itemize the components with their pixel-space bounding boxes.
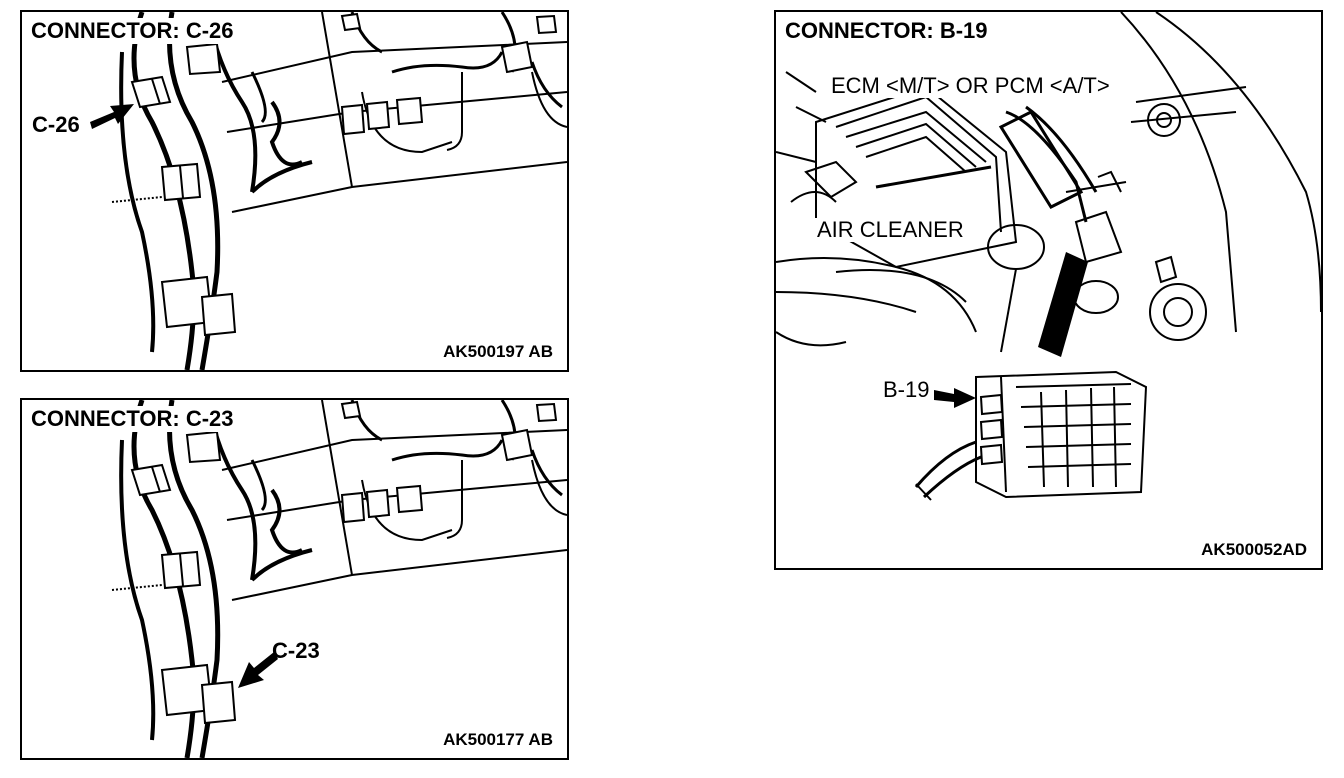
- connector-c26-panel: CONNECTOR: C-26 C-26 AK500197 AB: [20, 10, 569, 372]
- c26-figure-id: AK500197 AB: [443, 342, 553, 361]
- c26-callout-label: C-26: [32, 112, 80, 137]
- connector-c23-panel: CONNECTOR: C-23 C-23 AK500177 AB: [20, 398, 569, 760]
- c23-callout-label: C-23: [272, 638, 320, 663]
- c23-harness-illustration: [111, 400, 567, 758]
- b19-figure-id: AK500052AD: [1201, 540, 1307, 559]
- c23-figure-id: AK500177 AB: [443, 730, 553, 749]
- b19-engine-bay-illustration: [776, 12, 1321, 501]
- c26-callout-arrow: [90, 104, 134, 129]
- c23-panel-title: CONNECTOR: C-23: [28, 406, 237, 432]
- b19-callout-arrow: [934, 388, 976, 408]
- b19-ecm-module: [914, 370, 1148, 501]
- c26-harness-illustration: [90, 12, 567, 370]
- b19-panel-title: CONNECTOR: B-19: [782, 18, 991, 44]
- ecm-pcm-label: ECM <M/T> OR PCM <A/T>: [828, 74, 1113, 98]
- b19-callout-label: B-19: [883, 377, 930, 402]
- b19-location-pointer: [1038, 252, 1088, 357]
- connector-b19-panel: CONNECTOR: B-19 ECM <M/T> OR PCM <A/T> A…: [774, 10, 1323, 570]
- air-cleaner-label: AIR CLEANER: [814, 218, 967, 242]
- c23-callout-arrow: [238, 652, 278, 688]
- c26-panel-title: CONNECTOR: C-26: [28, 18, 237, 44]
